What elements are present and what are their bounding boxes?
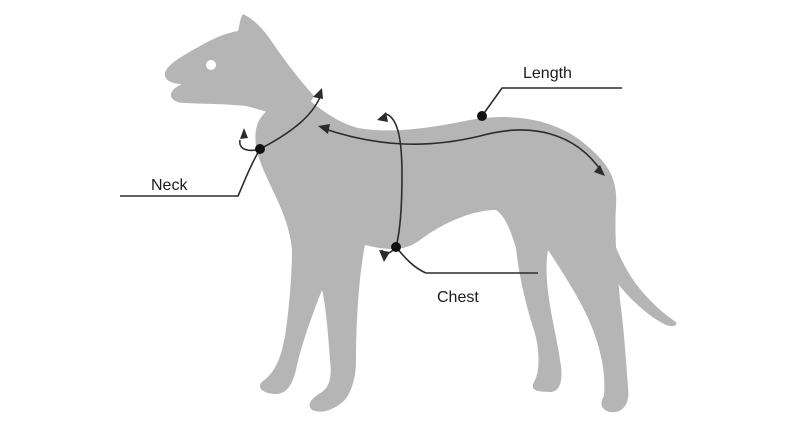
length-measure-curve [321,127,603,173]
dog-eye [206,60,216,70]
length-arrow-right [594,165,605,176]
length-label: Length [523,65,572,82]
length-arrow-left [318,124,330,134]
neck-point [255,144,265,154]
neck-leader-line [120,148,261,197]
chest-point [391,242,401,252]
length-leader-line [481,87,622,117]
neck-measure-curve [261,96,321,149]
length-point [477,111,487,121]
dog-silhouette [164,14,677,413]
chest-measure-curve [385,113,403,248]
neck-arrow-top [313,88,323,99]
neck-arrow-left [240,128,248,139]
arrow-heads [240,88,605,262]
chest-arrow-top [377,112,388,122]
measurement-points [255,111,487,252]
chest-arrow-bottom [379,250,390,262]
chest-label: Chest [437,289,479,306]
neck-label: Neck [151,177,188,194]
